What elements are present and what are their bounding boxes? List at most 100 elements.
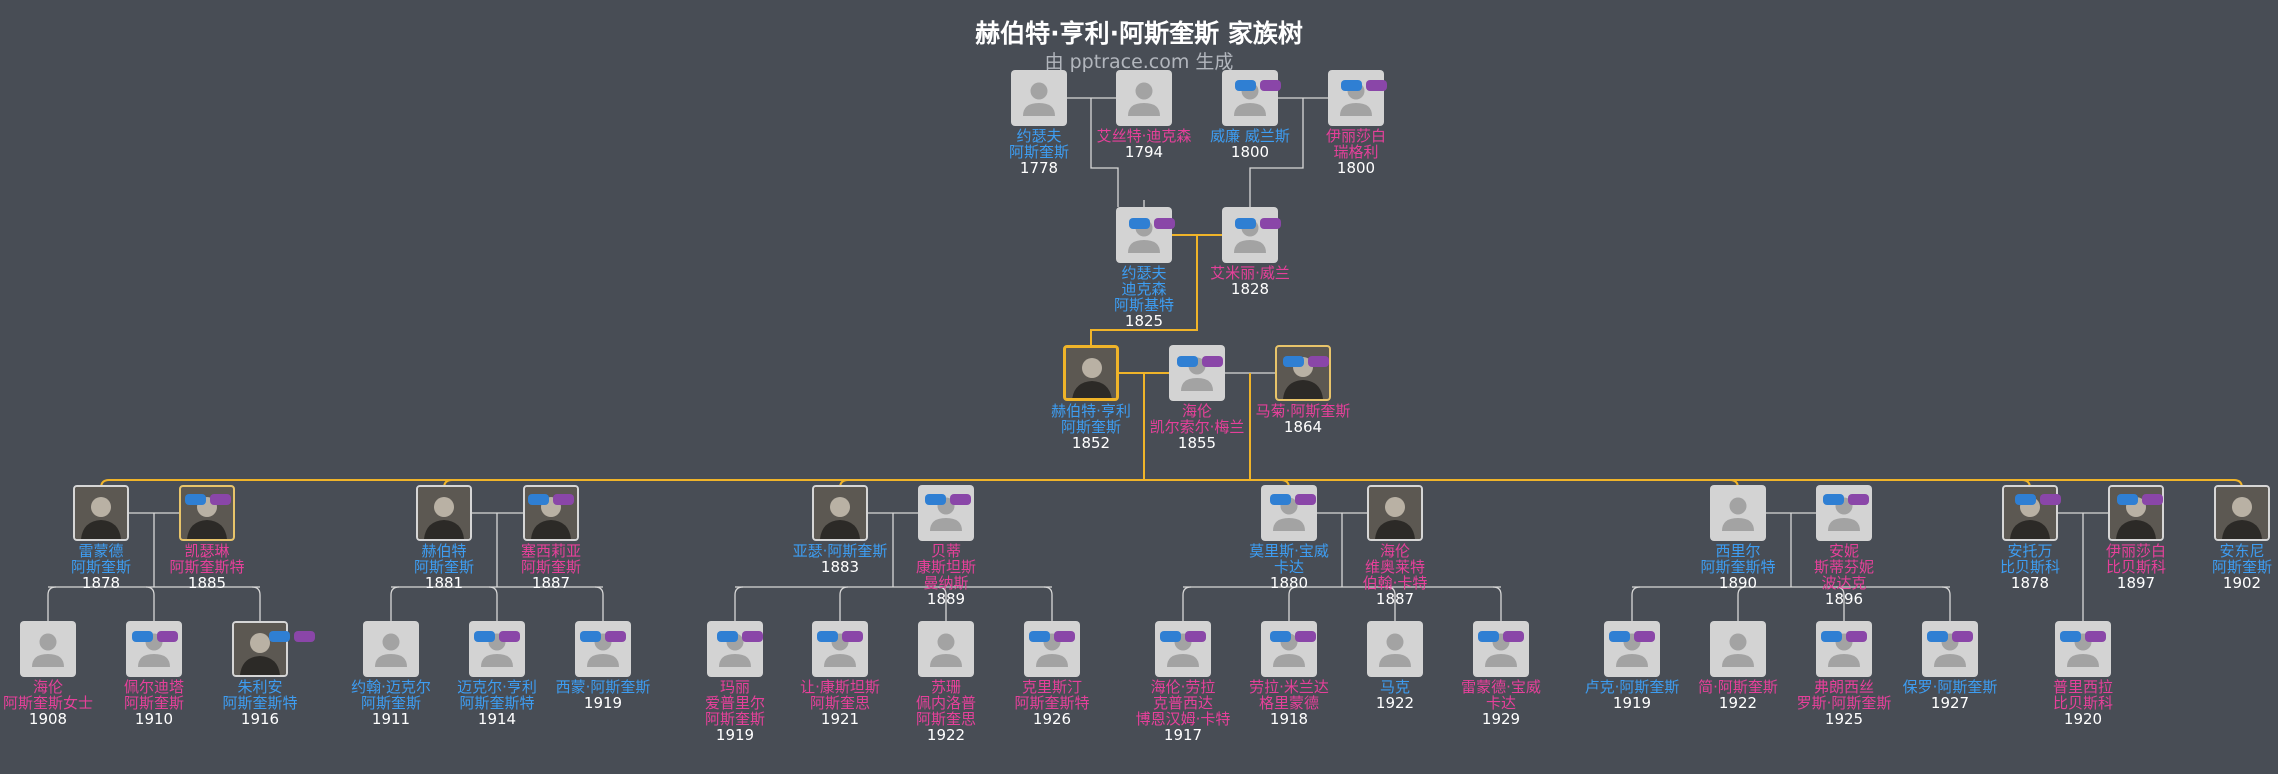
person-placeholder-icon[interactable] — [1011, 70, 1067, 126]
expand-descendants-toggle[interactable] — [1054, 631, 1075, 642]
expand-descendants-toggle[interactable] — [553, 494, 574, 505]
person-placeholder-icon[interactable] — [1816, 621, 1872, 677]
expand-ancestors-toggle[interactable] — [474, 631, 495, 642]
person-placeholder-icon[interactable] — [1922, 621, 1978, 677]
expand-descendants-toggle[interactable] — [1202, 356, 1223, 367]
person-placeholder-icon[interactable] — [20, 621, 76, 677]
person-placeholder-icon[interactable] — [2055, 621, 2111, 677]
expand-descendants-toggle[interactable] — [1308, 356, 1329, 367]
expand-descendants-toggle[interactable] — [1846, 631, 1867, 642]
person-placeholder-icon[interactable] — [1710, 621, 1766, 677]
person-placeholder-icon[interactable] — [1328, 70, 1384, 126]
person-placeholder-icon[interactable] — [1024, 621, 1080, 677]
person-photo[interactable] — [416, 485, 472, 541]
person-photo[interactable] — [1367, 485, 1423, 541]
expand-descendants-toggle[interactable] — [1366, 80, 1387, 91]
person-placeholder-icon[interactable] — [1222, 207, 1278, 263]
birth-year: 1880 — [1269, 574, 1309, 592]
person-placeholder-icon[interactable] — [1473, 621, 1529, 677]
expand-ancestors-toggle[interactable] — [1341, 80, 1362, 91]
expand-descendants-toggle[interactable] — [1848, 494, 1869, 505]
expand-descendants-toggle[interactable] — [742, 631, 763, 642]
expand-descendants-toggle[interactable] — [2085, 631, 2106, 642]
expand-ancestors-toggle[interactable] — [1270, 494, 1291, 505]
person-placeholder-icon[interactable] — [575, 621, 631, 677]
expand-ancestors-toggle[interactable] — [1270, 631, 1291, 642]
person-placeholder-icon[interactable] — [1155, 621, 1211, 677]
expand-descendants-toggle[interactable] — [157, 631, 178, 642]
person-placeholder-icon[interactable] — [1169, 345, 1225, 401]
expand-descendants-toggle[interactable] — [605, 631, 626, 642]
person-name-line: 海伦·劳拉 — [1150, 678, 1216, 696]
person-photo[interactable] — [812, 485, 868, 541]
person-placeholder-icon[interactable] — [126, 621, 182, 677]
person-placeholder-icon[interactable] — [707, 621, 763, 677]
expand-ancestors-toggle[interactable] — [1160, 631, 1181, 642]
expand-ancestors-toggle[interactable] — [1821, 631, 1842, 642]
expand-ancestors-toggle[interactable] — [1823, 494, 1844, 505]
person-placeholder-icon[interactable] — [469, 621, 525, 677]
person-placeholder-icon[interactable] — [1261, 621, 1317, 677]
person-placeholder-icon[interactable] — [918, 621, 974, 677]
expand-ancestors-toggle[interactable] — [2015, 494, 2036, 505]
expand-descendants-toggle[interactable] — [1260, 80, 1281, 91]
expand-descendants-toggle[interactable] — [210, 494, 231, 505]
expand-ancestors-toggle[interactable] — [1927, 631, 1948, 642]
expand-ancestors-toggle[interactable] — [1283, 356, 1304, 367]
person-name-line: 赫伯特·亨利 — [1051, 402, 1131, 420]
expand-descendants-toggle[interactable] — [2040, 494, 2061, 505]
expand-ancestors-toggle[interactable] — [1235, 80, 1256, 91]
expand-descendants-toggle[interactable] — [294, 631, 315, 642]
person-placeholder-icon[interactable] — [1116, 207, 1172, 263]
expand-descendants-toggle[interactable] — [1295, 631, 1316, 642]
expand-descendants-toggle[interactable] — [1295, 494, 1316, 505]
expand-descendants-toggle[interactable] — [1503, 631, 1524, 642]
expand-ancestors-toggle[interactable] — [717, 631, 738, 642]
person-placeholder-icon[interactable] — [1710, 485, 1766, 541]
person-photo[interactable] — [232, 621, 288, 677]
person-photo[interactable] — [1275, 345, 1331, 401]
person-photo[interactable] — [2214, 485, 2270, 541]
expand-ancestors-toggle[interactable] — [2117, 494, 2138, 505]
person-placeholder-icon[interactable] — [1116, 70, 1172, 126]
person-placeholder-icon[interactable] — [1367, 621, 1423, 677]
expand-descendants-toggle[interactable] — [1634, 631, 1655, 642]
person-placeholder-icon[interactable] — [1222, 70, 1278, 126]
expand-descendants-toggle[interactable] — [2142, 494, 2163, 505]
birth-year: 1922 — [1375, 694, 1415, 712]
expand-descendants-toggle[interactable] — [1154, 218, 1175, 229]
person-photo[interactable] — [1063, 345, 1119, 401]
expand-ancestors-toggle[interactable] — [1609, 631, 1630, 642]
expand-ancestors-toggle[interactable] — [1235, 218, 1256, 229]
expand-descendants-toggle[interactable] — [499, 631, 520, 642]
expand-ancestors-toggle[interactable] — [1129, 218, 1150, 229]
expand-ancestors-toggle[interactable] — [580, 631, 601, 642]
expand-descendants-toggle[interactable] — [1952, 631, 1973, 642]
expand-ancestors-toggle[interactable] — [1177, 356, 1198, 367]
person-name-line: 阿斯奎斯特 — [1014, 694, 1090, 712]
expand-ancestors-toggle[interactable] — [925, 494, 946, 505]
expand-ancestors-toggle[interactable] — [269, 631, 290, 642]
expand-ancestors-toggle[interactable] — [2060, 631, 2081, 642]
expand-descendants-toggle[interactable] — [1185, 631, 1206, 642]
expand-descendants-toggle[interactable] — [1260, 218, 1281, 229]
expand-ancestors-toggle[interactable] — [817, 631, 838, 642]
birth-year: 1800 — [1336, 159, 1376, 177]
person-placeholder-icon[interactable] — [812, 621, 868, 677]
expand-ancestors-toggle[interactable] — [132, 631, 153, 642]
expand-ancestors-toggle[interactable] — [1029, 631, 1050, 642]
expand-ancestors-toggle[interactable] — [528, 494, 549, 505]
expand-ancestors-toggle[interactable] — [1478, 631, 1499, 642]
expand-descendants-toggle[interactable] — [842, 631, 863, 642]
child-line — [390, 586, 400, 621]
expand-ancestors-toggle[interactable] — [185, 494, 206, 505]
person-placeholder-icon[interactable] — [1604, 621, 1660, 677]
person-placeholder-icon[interactable] — [363, 621, 419, 677]
expand-descendants-toggle[interactable] — [950, 494, 971, 505]
person-photo[interactable] — [73, 485, 129, 541]
person-silhouette-icon — [481, 633, 513, 667]
